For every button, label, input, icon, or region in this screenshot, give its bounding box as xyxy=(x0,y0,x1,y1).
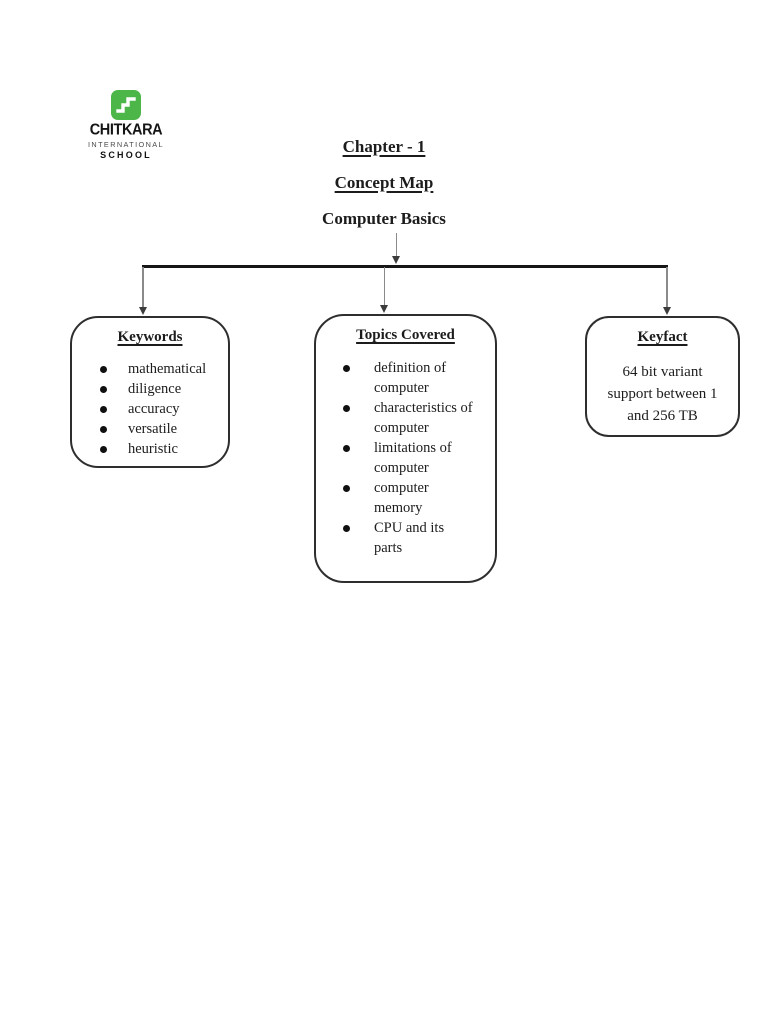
connector-horizontal-line xyxy=(142,265,668,268)
chapter-heading: Chapter - 1 xyxy=(342,137,426,156)
keyfact-box: Keyfact 64 bit variant support between 1… xyxy=(585,316,740,437)
topics-covered-title: Topics Covered xyxy=(356,327,455,343)
bullet-icon xyxy=(343,405,350,412)
arrowhead-icon xyxy=(662,307,671,315)
bullet-icon xyxy=(343,445,350,452)
topic-heading: Computer Basics xyxy=(322,209,446,228)
bullet-icon xyxy=(343,365,350,372)
keyfact-text: 64 bit variant support between 1 and 256… xyxy=(587,361,738,427)
list-item: accuracy xyxy=(100,399,228,419)
keyfact-title: Keyfact xyxy=(637,329,688,345)
keywords-box: Keywords mathematical diligence accuracy… xyxy=(70,316,230,468)
keyfact-line: and 256 TB xyxy=(627,408,698,424)
list-item-label: versatile xyxy=(128,421,178,437)
bullet-icon xyxy=(100,365,107,373)
list-item: versatile xyxy=(100,419,228,439)
connector-right-line xyxy=(666,267,668,308)
bullet-icon xyxy=(343,525,350,532)
bullet-icon xyxy=(100,385,107,393)
connector-stub-line xyxy=(395,233,397,259)
connector-middle-line xyxy=(383,267,385,306)
concept-map-heading: Concept Map xyxy=(334,173,434,192)
keywords-title: Keywords xyxy=(117,329,183,345)
arrowhead-icon xyxy=(138,307,147,315)
chitkara-stairs-icon xyxy=(111,90,141,120)
list-item-label: accuracy xyxy=(128,401,180,417)
bullet-icon xyxy=(343,485,350,492)
list-item: diligence xyxy=(100,379,228,399)
bullet-icon xyxy=(100,405,107,413)
list-item: mathematical xyxy=(100,359,228,379)
keywords-list: mathematical diligence accuracy versatil… xyxy=(72,359,228,459)
logo-international-text: INTERNATIONAL xyxy=(87,140,165,149)
school-logo: CHITKARA INTERNATIONAL SCHOOL xyxy=(86,90,166,160)
connector-left-line xyxy=(142,267,144,308)
arrowhead-icon xyxy=(392,256,400,264)
keyfact-line: 64 bit variant xyxy=(622,364,703,380)
keyfact-line: support between 1 xyxy=(607,386,718,402)
bullet-icon xyxy=(100,425,107,433)
arrowhead-icon xyxy=(380,305,388,313)
logo-name-text: CHITKARA xyxy=(89,121,163,139)
list-item-label: diligence xyxy=(128,381,182,397)
logo-school-text: SCHOOL xyxy=(100,150,152,160)
bullet-icon xyxy=(100,445,107,453)
list-item-label: mathematical xyxy=(128,361,207,377)
list-item: heuristic xyxy=(100,439,228,459)
list-item-label: heuristic xyxy=(128,441,178,457)
